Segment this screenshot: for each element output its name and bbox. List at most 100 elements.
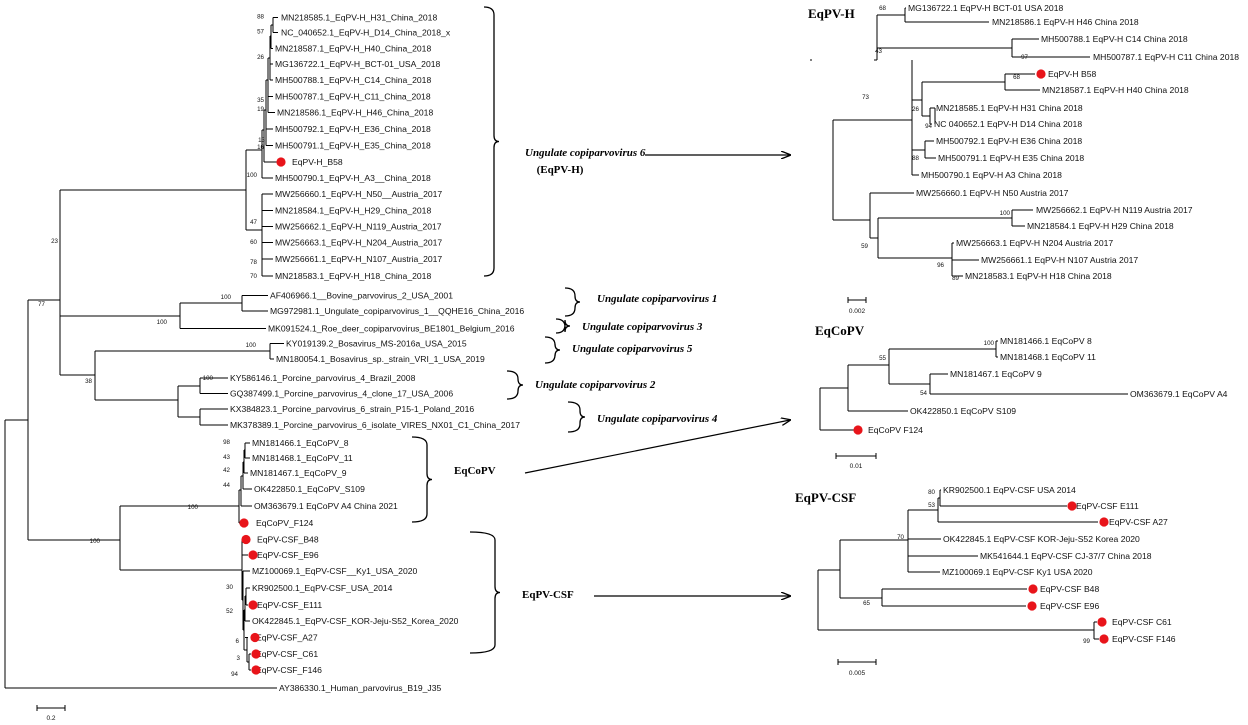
main-tree-bootstrap: 19 bbox=[257, 106, 264, 113]
panel-eqcopv-leaf: OM363679.1 EqCoPV A4 bbox=[1130, 389, 1228, 399]
main-tree-sample-marker bbox=[250, 632, 260, 643]
main-tree-sample-marker bbox=[248, 600, 258, 610]
panel-eqpv-csf-leaf: EqPV-CSF B48 bbox=[1040, 584, 1099, 594]
panel-eqpv-h-leaf: MN218586.1 EqPV-H H46 China 2018 bbox=[992, 17, 1139, 27]
main-tree-bootstrap: 35 bbox=[257, 97, 264, 104]
panel-eqpv-csf-leaf: MK541644.1 EqPV-CSF CJ-37/7 China 2018 bbox=[980, 551, 1152, 561]
panel-eqpv-h-bootstrap: 89 bbox=[952, 275, 959, 282]
main-tree-bootstrap: 98 bbox=[223, 439, 230, 446]
panel-eqpv-h-bootstrap: 73 bbox=[862, 94, 869, 101]
panel-eqpv-h-leaf: MN218585.1 EqPV-H H31 China 2018 bbox=[936, 103, 1083, 113]
panel-eqpv-csf-scale-label: 0.005 bbox=[849, 670, 866, 677]
panel-eqpv-csf-sample-marker bbox=[1097, 617, 1107, 627]
panel-eqpv-csf-leaf: OK422845.1 EqPV-CSF KOR-Jeju-S52 Korea 2… bbox=[943, 534, 1140, 544]
brace-ungulate-3 bbox=[555, 318, 571, 334]
main-tree-leaf-label: KR902500.1_EqPV-CSF_USA_2014 bbox=[252, 583, 393, 593]
main-tree-leaf-label: OK422850.1_EqCoPV_S109 bbox=[254, 484, 365, 494]
panel-eqpv-csf-sample-marker bbox=[1099, 634, 1109, 644]
panel-eqpv-h-bootstrap: 26 bbox=[912, 106, 919, 113]
panel-eqpv-h-leaf: MH500788.1 EqPV-H C14 China 2018 bbox=[1041, 34, 1188, 44]
panel-eqpv-h-leaf: NC 040652.1 EqPV-H D14 China 2018 bbox=[934, 119, 1082, 129]
panel-eqpv-h-leaf: MH500790.1 EqPV-H A3 China 2018 bbox=[921, 170, 1062, 180]
main-tree-leaf-label: EqPV-H_B58 bbox=[292, 157, 343, 167]
panel-eqpv-h-leaf: EqPV-H B58 bbox=[1048, 69, 1096, 79]
main-tree-leaf-label: OM363679.1 EqCoPV A4 China 2021 bbox=[254, 501, 398, 511]
panel-eqpv-h-bootstrap: 88 bbox=[912, 155, 919, 162]
tree-labels: MN218585.1_EqPV-H_H31_China_2018NC_04065… bbox=[38, 3, 1239, 722]
main-tree-leaf-label: MH500790.1_EqPV-H_A3__China_2018 bbox=[275, 173, 431, 183]
panel-eqpv-h-scale-label: 0.002 bbox=[849, 308, 866, 315]
group-label-eqcopv: EqCoPV bbox=[454, 465, 496, 477]
main-tree-leaf-label: MW256661.1_EqPV-H_N107_Austria_2017 bbox=[275, 254, 442, 264]
group-label-ungulate-3: Ungulate copiparvovirus 3 bbox=[582, 321, 703, 333]
main-tree-bootstrap: 100 bbox=[203, 375, 214, 382]
main-scale-label: 0.2 bbox=[46, 715, 55, 722]
panel-eqpv-h-title: EqPV-H bbox=[808, 6, 855, 21]
panel-eqpv-csf-bootstrap: 70 bbox=[897, 534, 904, 541]
main-tree-leaf-label: MN181467.1_EqCoPV_9 bbox=[250, 468, 347, 478]
panel-eqpv-h-leaf: MN218584.1 EqPV-H H29 China 2018 bbox=[1027, 221, 1174, 231]
group-label-ungulate-2: Ungulate copiparvovirus 2 bbox=[535, 379, 656, 391]
main-tree-sample-marker bbox=[241, 534, 251, 545]
panel-eqpv-h-leaf: MW256661.1 EqPV-H N107 Austria 2017 bbox=[981, 255, 1138, 265]
main-tree-leaf-label: EqPV-CSF_A27 bbox=[256, 633, 318, 643]
main-tree-leaf-label: MH500791.1_EqPV-H_E35_China_2018 bbox=[275, 141, 431, 151]
main-tree-bootstrap: 100 bbox=[221, 294, 232, 301]
main-tree-leaf-label: MN218585.1_EqPV-H_H31_China_2018 bbox=[281, 13, 437, 23]
panel-eqpv-csf-leaf: MZ100069.1 EqPV-CSF Ky1 USA 2020 bbox=[942, 567, 1093, 577]
brace-ungulate-2 bbox=[506, 370, 524, 400]
main-tree-leaf-label: KY019139.2_Bosavirus_MS-2016a_USA_2015 bbox=[286, 339, 467, 349]
panel-eqpv-h-bootstrap: 43 bbox=[875, 48, 882, 55]
main-tree-bootstrap: 57 bbox=[257, 29, 264, 36]
main-tree-bootstrap: 23 bbox=[51, 238, 58, 245]
main-tree-leaf-label: EqPV-CSF_F146 bbox=[256, 665, 322, 675]
panel-eqpv-h-sample-marker bbox=[1036, 69, 1046, 79]
panel-eqpv-h-leaf: MN218583.1 EqPV-H H18 China 2018 bbox=[965, 271, 1112, 281]
main-tree-leaf-label: MH500787.1_EqPV-H_C11_China_2018 bbox=[275, 92, 431, 102]
main-tree-leaf-label: EqPV-CSF_E111 bbox=[257, 600, 322, 610]
group-label-eqpv-h-abbr: (EqPV-H) bbox=[537, 164, 584, 176]
panel-eqcopv-title: EqCoPV bbox=[815, 323, 865, 338]
panel-eqpv-csf-title: EqPV-CSF bbox=[795, 490, 856, 505]
panel-eqpv-h-leaf: MW256662.1 EqPV-H N119 Austria 2017 bbox=[1036, 205, 1193, 215]
main-tree-leaf-label: MN181466.1_EqCoPV_8 bbox=[252, 438, 349, 448]
main-tree-leaf-label: KX384823.1_Porcine_parvovirus_6_strain_P… bbox=[230, 404, 474, 414]
panel-eqpv-csf-leaf: EqPV-CSF F146 bbox=[1112, 634, 1176, 644]
panel-eqcopv-bootstrap: 55 bbox=[879, 355, 886, 362]
panel-eqcopv-leaf: MN181468.1 EqCoPV 11 bbox=[1000, 352, 1096, 362]
main-tree-sample-marker bbox=[251, 665, 261, 675]
main-tree-bootstrap: 3 bbox=[237, 655, 241, 662]
main-tree-leaf-label: MK378389.1_Porcine_parvovirus_6_isolate_… bbox=[230, 420, 520, 430]
panel-eqpv-csf-leaf: EqPV-CSF E96 bbox=[1040, 601, 1099, 611]
panel-eqpv-csf-bootstrap: 65 bbox=[863, 600, 870, 607]
main-tree-leaf-label: GQ387499.1_Porcine_parvovirus_4_clone_17… bbox=[230, 389, 453, 399]
panel-eqcopv-sample-marker bbox=[853, 425, 863, 435]
group-label-ungulate-6: Ungulate copiparvovirus 6 bbox=[525, 147, 646, 159]
main-tree-bootstrap: 88 bbox=[257, 14, 264, 21]
main-tree-leaf-label: OK422845.1_EqPV-CSF_KOR-Jeju-S52_Korea_2… bbox=[252, 616, 459, 626]
panel-eqcopv-bootstrap: 100 bbox=[984, 340, 995, 347]
main-tree-leaf-label: MN218587.1_EqPV-H_H40_China_2018 bbox=[275, 44, 431, 54]
panel-eqpv-csf-leaf: EqPV-CSF A27 bbox=[1109, 517, 1168, 527]
panel-eqpv-h-bootstrap: 94 bbox=[925, 123, 932, 130]
brace-ungulate-1 bbox=[564, 287, 581, 317]
panel-eqpv-h-bootstrap: 97 bbox=[1021, 54, 1028, 61]
group-label-ungulate-4: Ungulate copiparvovirus 4 bbox=[597, 413, 718, 425]
group-label-ungulate-5: Ungulate copiparvovirus 5 bbox=[572, 343, 693, 355]
tree-branches bbox=[4, 7, 1128, 711]
panel-eqpv-csf-bootstrap: 53 bbox=[928, 502, 935, 509]
panel-eqcopv-leaf: MN181467.1 EqCoPV 9 bbox=[950, 369, 1042, 379]
panel-eqpv-h-bootstrap: 100 bbox=[1000, 210, 1011, 217]
main-tree-sample-marker bbox=[251, 649, 261, 659]
brace-eqcopv bbox=[411, 436, 433, 523]
group-label-ungulate-1: Ungulate copiparvovirus 1 bbox=[597, 293, 717, 305]
panel-eqpv-csf-leaf: EqPV-CSF C61 bbox=[1112, 617, 1172, 627]
panel-eqpv-csf-sample-marker bbox=[1099, 517, 1109, 527]
panel-eqpv-csf-bootstrap: 80 bbox=[928, 489, 935, 496]
main-tree-bootstrap: 43 bbox=[223, 454, 230, 461]
main-tree-bootstrap: 26 bbox=[257, 54, 264, 61]
main-tree-bootstrap: 77 bbox=[38, 301, 45, 308]
main-tree-sample-marker bbox=[276, 157, 286, 167]
main-tree-bootstrap: 100 bbox=[246, 342, 257, 349]
